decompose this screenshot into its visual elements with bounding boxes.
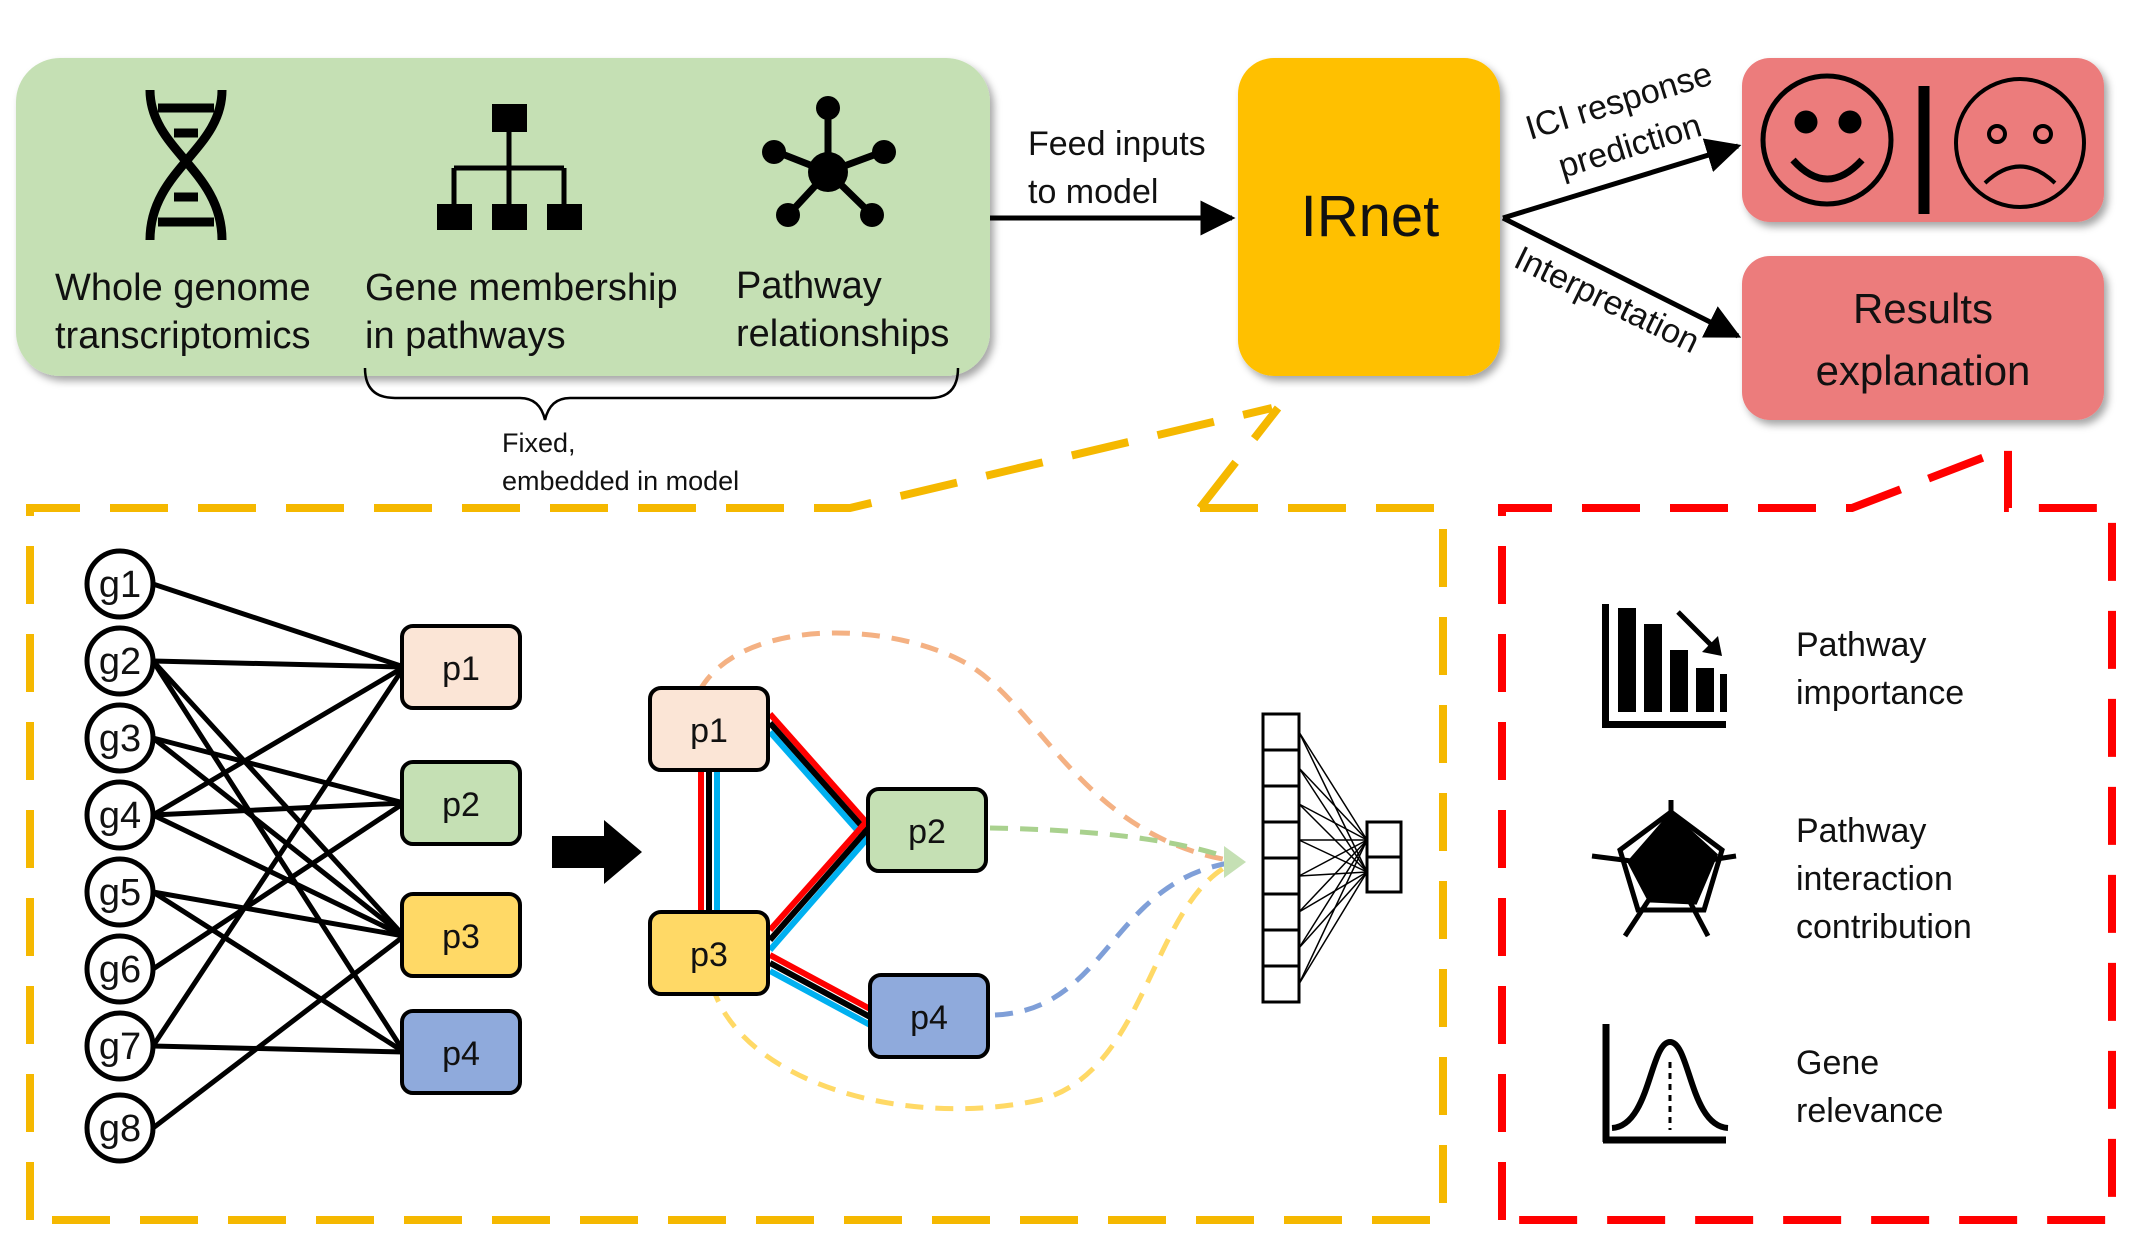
svg-text:p3: p3 — [690, 936, 728, 974]
fixed-brace — [363, 367, 960, 421]
pathway-flow-curves — [697, 630, 1241, 1112]
svg-text:p2: p2 — [908, 813, 946, 851]
neural-network-icon — [1261, 712, 1403, 1004]
results-label-1: Results — [1853, 285, 1993, 332]
gene-node-g3: g3 — [84, 702, 156, 774]
relationships-label-2: relationships — [736, 313, 949, 355]
irnet-box — [1238, 58, 1500, 376]
svg-text:p1: p1 — [442, 650, 480, 688]
gene-relevance-label-2: relevance — [1796, 1092, 1943, 1130]
sad-face-icon — [1954, 77, 2086, 209]
svg-text:g3: g3 — [99, 718, 141, 760]
transcriptomics-label-1: Whole genome — [55, 267, 311, 309]
transform-arrow — [552, 820, 642, 884]
pathway-box-p4: p4 — [400, 1009, 522, 1095]
interaction-label-2: interaction — [1796, 860, 1953, 898]
pathway-importance-label-1: Pathway — [1796, 626, 1926, 664]
gene-relevance-label-1: Gene — [1796, 1044, 1879, 1082]
fixed-note-2: embedded in model — [502, 466, 739, 496]
happy-face-icon — [1760, 73, 1894, 207]
flow-arrowhead — [1224, 846, 1246, 878]
svg-text:g5: g5 — [99, 872, 141, 914]
prediction-arrow — [1502, 138, 1742, 221]
gene-node-g2: g2 — [84, 625, 156, 697]
pathway-box-p1: p1 — [400, 624, 522, 710]
graph-node-p3: p3 — [648, 910, 770, 996]
svg-text:g8: g8 — [99, 1108, 141, 1150]
svg-text:g2: g2 — [99, 641, 141, 683]
radar-chart-icon — [1591, 800, 1737, 938]
pathway-box-p2: p2 — [400, 760, 522, 846]
bar-chart-icon — [1602, 604, 1727, 728]
interaction-label-1: Pathway — [1796, 812, 1926, 850]
model-detail-frame — [26, 404, 1447, 1224]
gene-node-g6: g6 — [84, 933, 156, 1005]
results-label-2: explanation — [1816, 347, 2031, 394]
svg-text:p2: p2 — [442, 786, 480, 824]
hierarchy-icon — [437, 104, 582, 230]
gene-node-g1: g1 — [84, 548, 156, 620]
gene-node-g7: g7 — [84, 1010, 156, 1082]
svg-text:g6: g6 — [99, 949, 141, 991]
feed-label-1: Feed inputs — [1028, 125, 1206, 163]
membership-label-2: in pathways — [365, 315, 566, 357]
distribution-curve-icon — [1602, 1024, 1729, 1144]
results-detail-frame — [1498, 442, 2116, 1224]
svg-text:g7: g7 — [99, 1026, 141, 1068]
pathway-importance-label-2: importance — [1796, 674, 1964, 712]
feed-label-2: to model — [1028, 173, 1158, 211]
interaction-label-3: contribution — [1796, 908, 1972, 946]
svg-text:g4: g4 — [99, 795, 141, 837]
gene-node-g4: g4 — [84, 779, 156, 851]
graph-node-p1: p1 — [648, 686, 770, 772]
dna-icon — [145, 89, 227, 241]
gene-node-g5: g5 — [84, 856, 156, 928]
pathway-graph-edges — [698, 712, 874, 1029]
svg-text:p3: p3 — [442, 918, 480, 956]
membership-label-1: Gene membership — [365, 267, 678, 309]
gene-node-g8: g8 — [84, 1092, 156, 1164]
graph-node-p4: p4 — [868, 973, 990, 1059]
network-icon — [762, 96, 896, 227]
pathway-box-p3: p3 — [400, 892, 522, 978]
results-explanation-box — [1742, 256, 2104, 420]
svg-text:p1: p1 — [690, 712, 728, 750]
fixed-note-1: Fixed, — [502, 428, 576, 458]
svg-text:p4: p4 — [442, 1035, 480, 1073]
graph-node-p2: p2 — [866, 787, 988, 873]
transcriptomics-label-2: transcriptomics — [55, 315, 311, 357]
relationships-label-1: Pathway — [736, 265, 882, 307]
irnet-label: IRnet — [1301, 184, 1440, 249]
svg-text:g1: g1 — [99, 564, 141, 606]
gene-pathway-edges — [150, 581, 407, 1130]
interpretation-label: Interpretation — [1508, 239, 1705, 361]
svg-text:p4: p4 — [910, 999, 948, 1037]
interpretation-arrow — [1501, 215, 1742, 339]
